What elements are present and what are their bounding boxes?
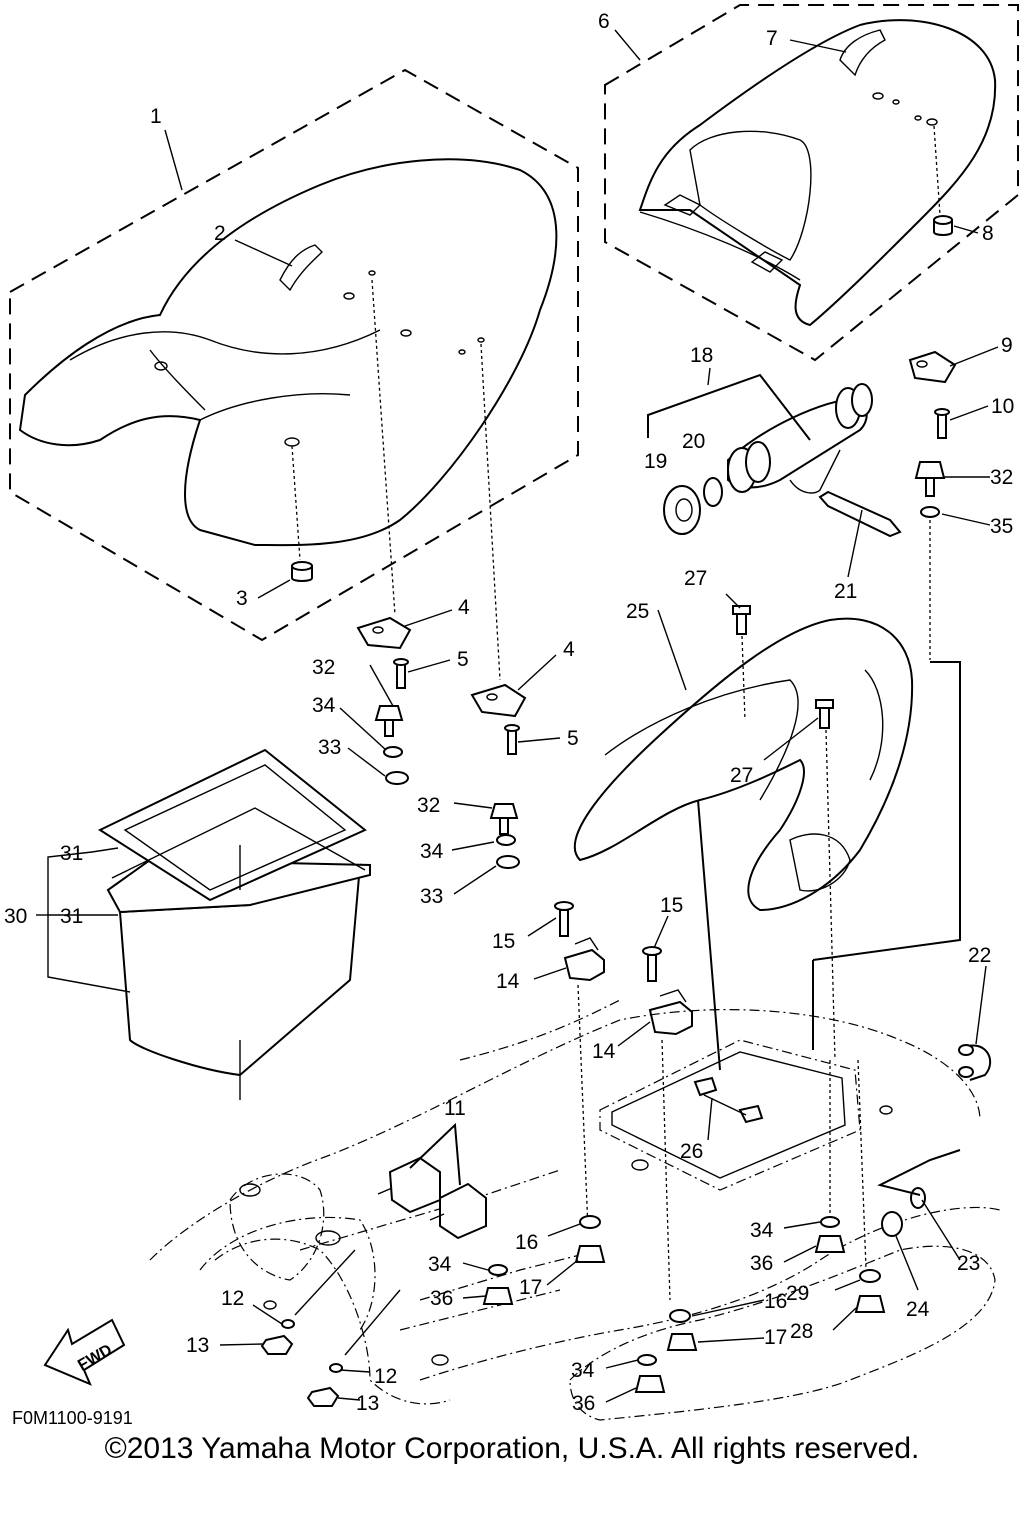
callout-30: 30 (4, 905, 27, 928)
callout-33b: 33 (420, 885, 443, 908)
front-seat-assembly (9, 68, 579, 642)
callout-21: 21 (834, 580, 857, 603)
callout-2: 2 (214, 222, 226, 245)
callout-4a: 4 (458, 596, 470, 619)
callout-leaders (36, 29, 999, 1403)
callout-10: 10 (991, 395, 1014, 418)
callout-12b: 12 (374, 1365, 397, 1388)
callout-3: 3 (236, 587, 248, 610)
callout-numbers: 1 2 3 4 4 5 5 6 7 8 9 10 11 12 12 13 13 … (4, 10, 1014, 1415)
copyright-notice: ©2013 Yamaha Motor Corporation, U.S.A. A… (104, 1432, 920, 1465)
callout-32a: 32 (312, 656, 335, 679)
callout-5b: 5 (567, 727, 579, 750)
callout-27b: 27 (730, 764, 753, 787)
callout-16b: 16 (764, 1290, 787, 1313)
callout-7: 7 (766, 27, 778, 50)
hull-deck (149, 999, 1001, 1421)
callout-6: 6 (598, 10, 610, 33)
callout-9: 9 (1001, 334, 1013, 357)
engine-mounts (260, 1122, 487, 1407)
callout-13b: 13 (356, 1392, 379, 1415)
callout-8: 8 (982, 222, 994, 245)
callout-13a: 13 (186, 1334, 209, 1357)
forward-direction-arrow: FWD (43, 1318, 126, 1386)
callout-16a: 16 (515, 1231, 538, 1254)
callout-34c: 34 (428, 1253, 452, 1276)
rear-cover (573, 605, 914, 1061)
callout-23: 23 (957, 1252, 980, 1275)
callout-27a: 27 (684, 567, 707, 590)
fastener-hardware (482, 661, 991, 1393)
rear-seat-assembly (604, 4, 1019, 362)
callout-29: 29 (786, 1282, 809, 1305)
callout-19: 19 (644, 450, 667, 473)
callout-5a: 5 (457, 648, 469, 671)
callout-18: 18 (690, 344, 713, 367)
callout-14b: 14 (592, 1040, 616, 1063)
callout-36c: 36 (572, 1392, 595, 1415)
callout-20: 20 (682, 430, 705, 453)
callout-4b: 4 (563, 638, 575, 661)
rear-latch-hardware (908, 350, 957, 660)
callout-34e: 34 (571, 1359, 595, 1382)
callout-31b: 31 (60, 905, 83, 928)
callout-34b: 34 (420, 840, 444, 863)
vent-tube-assembly (647, 373, 902, 538)
front-latch-hardware (356, 279, 527, 869)
callout-25: 25 (626, 600, 649, 623)
callout-32c: 32 (990, 466, 1013, 489)
callout-28: 28 (790, 1320, 813, 1343)
callout-31a: 31 (60, 842, 83, 865)
callout-17a: 17 (519, 1276, 542, 1299)
callout-15b: 15 (660, 894, 683, 917)
callout-11: 11 (444, 1097, 466, 1120)
storage-box (97, 748, 371, 1100)
callout-34d: 34 (750, 1219, 774, 1242)
callout-33a: 33 (318, 736, 341, 759)
callout-15a: 15 (492, 930, 515, 953)
callout-36a: 36 (430, 1287, 453, 1310)
callout-1: 1 (150, 105, 162, 128)
callout-32b: 32 (417, 794, 440, 817)
callout-17b: 17 (764, 1326, 787, 1349)
callout-22: 22 (968, 944, 991, 967)
callout-26: 26 (680, 1140, 703, 1163)
diagram-code: F0M1100-9191 (12, 1408, 133, 1428)
callout-12a: 12 (221, 1287, 244, 1310)
callout-14a: 14 (496, 970, 520, 993)
callout-24: 24 (906, 1298, 930, 1321)
callout-35: 35 (990, 515, 1013, 538)
mount-brackets (554, 901, 693, 1301)
callout-34a: 34 (312, 694, 336, 717)
callout-36b: 36 (750, 1252, 773, 1275)
